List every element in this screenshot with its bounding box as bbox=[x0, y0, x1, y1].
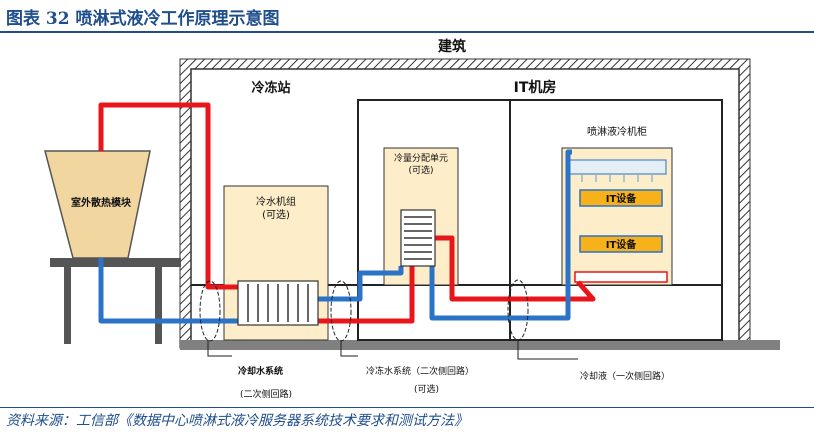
cold-pipe-cdu-to-cabinet bbox=[429, 149, 572, 321]
footer-rule bbox=[0, 407, 814, 408]
it-device-2-label: IT设备 bbox=[606, 238, 638, 251]
cdu-label: 冷量分配单元 bbox=[394, 152, 448, 164]
collection-tray bbox=[574, 271, 668, 283]
cooling-tower bbox=[44, 150, 181, 344]
chiller-label: 冷水机组 bbox=[256, 195, 296, 208]
hot-pipe-tower-to-chiller bbox=[98, 102, 238, 290]
hot-pipe-chiller-to-cdu bbox=[318, 266, 415, 324]
cdu-note: (可选) bbox=[408, 164, 433, 176]
figure-title: 图表 32 喷淋式液冷工作原理示意图 bbox=[6, 9, 280, 29]
hot-pipes bbox=[98, 102, 596, 324]
chiller-heat-exchanger bbox=[237, 280, 319, 326]
building-label: 建筑 bbox=[438, 38, 466, 55]
cold-pipe-cdu-to-chiller bbox=[318, 266, 404, 302]
cold-pipes bbox=[98, 149, 572, 324]
chiller-note: (可选) bbox=[262, 208, 290, 221]
spray-droplets bbox=[581, 175, 653, 182]
spray-liquid-cooling-diagram: 建筑 冷冻站 IT机房 室外散热模块 冷水机组 (可选) 冷量分配单元 (可选)… bbox=[44, 38, 780, 400]
spray-head bbox=[569, 159, 667, 175]
hot-pipe-cabinet-to-cdu bbox=[432, 235, 596, 302]
it-device-1 bbox=[579, 189, 663, 207]
title-rule bbox=[0, 31, 814, 33]
it-device-2 bbox=[579, 235, 663, 253]
ground-slab bbox=[180, 340, 780, 350]
it-device-1-label: IT设备 bbox=[606, 192, 638, 205]
chilled-water-note: (可选) bbox=[414, 383, 439, 395]
it-room-walls bbox=[357, 99, 723, 341]
cooling-water-label: 冷却水系统 bbox=[238, 365, 283, 377]
cold-pipe-chiller-to-tower bbox=[98, 258, 238, 324]
cabinet-label: 喷淋液冷机柜 bbox=[587, 125, 647, 138]
cdu-heat-exchanger bbox=[400, 209, 436, 267]
it-room-label: IT机房 bbox=[514, 79, 557, 96]
cold-station-label: 冷冻站 bbox=[251, 80, 290, 96]
source-note: 资料来源：工信部《数据中心喷淋式液冷服务器系统技术要求和测试方法》 bbox=[6, 413, 468, 429]
cooling-water-note: (二次侧回路) bbox=[240, 388, 292, 400]
coolant-label: 冷却液（一次侧回路） bbox=[580, 370, 670, 382]
loop-leaders bbox=[207, 340, 578, 360]
chilled-water-label: 冷冻水系统（二次侧回路） bbox=[366, 365, 474, 377]
cooling-tower-label: 室外散热模块 bbox=[71, 196, 132, 209]
